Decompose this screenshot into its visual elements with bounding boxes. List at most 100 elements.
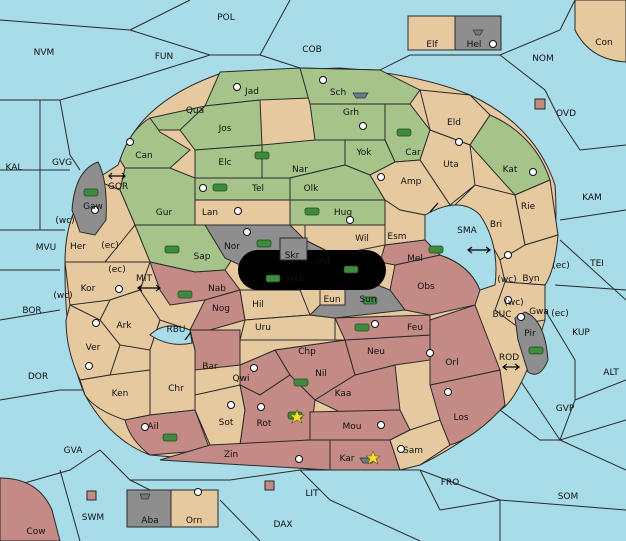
coast-ec: (ec) bbox=[552, 261, 570, 271]
label-con: Con bbox=[595, 38, 613, 48]
label-uru: Uru bbox=[255, 323, 271, 333]
inner-seas bbox=[149, 204, 497, 345]
label-los: Los bbox=[453, 413, 468, 423]
label-fun: FUN bbox=[155, 52, 174, 62]
label-tel: Tel bbox=[251, 184, 264, 194]
land-tel[interactable] bbox=[194, 177, 291, 201]
sea-labels: POL NVM FUN COB NOM OVD KAL GVG KAM TEI … bbox=[6, 13, 620, 530]
label-sap: Sap bbox=[194, 252, 211, 262]
label-qua: Qua bbox=[186, 106, 204, 116]
land-ver[interactable] bbox=[65, 304, 121, 381]
label-kam: KAM bbox=[582, 193, 602, 203]
label-gvg: GVG bbox=[52, 158, 72, 168]
label-grh: Grh bbox=[343, 108, 359, 118]
label-rod: ROD bbox=[499, 353, 519, 363]
label-ost: Ost bbox=[315, 257, 331, 267]
land-feu[interactable] bbox=[334, 314, 431, 341]
label-alt: ALT bbox=[603, 368, 619, 378]
label-sch: Sch bbox=[330, 88, 346, 98]
label-nvm: NVM bbox=[34, 48, 55, 58]
land-uru[interactable] bbox=[239, 314, 336, 341]
star-icon bbox=[289, 409, 305, 424]
label-nab: Nab bbox=[208, 284, 226, 294]
army-token bbox=[265, 274, 281, 283]
army-token bbox=[304, 207, 320, 216]
label-gur: Gur bbox=[156, 208, 173, 218]
coast-wc: (wc) bbox=[497, 275, 516, 285]
label-elf: Elf bbox=[426, 40, 438, 50]
land-orn[interactable] bbox=[170, 489, 219, 528]
label-gvp: GVP bbox=[556, 404, 575, 414]
coast-wc: (wc) bbox=[55, 216, 74, 226]
label-aba: Aba bbox=[141, 516, 158, 526]
label-nor: Nor bbox=[224, 242, 240, 252]
land-elf[interactable] bbox=[407, 15, 456, 51]
land-nog[interactable] bbox=[189, 289, 246, 331]
label-mit: MIT bbox=[136, 274, 152, 284]
land-lit-marker bbox=[264, 480, 275, 491]
land-can[interactable] bbox=[119, 117, 191, 169]
label-eld: Eld bbox=[447, 118, 461, 128]
label-pol: POL bbox=[217, 13, 235, 23]
label-rot: Rot bbox=[257, 419, 272, 429]
label-kal: KAL bbox=[6, 163, 23, 173]
army-token bbox=[254, 151, 270, 160]
label-dor: DOR bbox=[28, 372, 48, 382]
label-lit: LIT bbox=[305, 489, 319, 499]
label-mou: Mou bbox=[343, 422, 362, 432]
label-yok: Yok bbox=[355, 148, 372, 158]
land-con[interactable] bbox=[574, 0, 626, 63]
stars bbox=[289, 409, 381, 465]
land-pir[interactable] bbox=[514, 311, 549, 375]
label-nom: NOM bbox=[532, 54, 554, 64]
label-rie: Rie bbox=[521, 202, 536, 212]
label-gva: GVA bbox=[64, 446, 84, 456]
label-elc: Elc bbox=[218, 158, 231, 168]
label-olk: Olk bbox=[304, 184, 320, 194]
army-token bbox=[164, 245, 180, 254]
army-token bbox=[396, 128, 412, 137]
label-hug: Hug bbox=[334, 208, 352, 218]
land-sch[interactable] bbox=[299, 67, 421, 105]
coast-ec: (ec) bbox=[101, 241, 119, 251]
land-jad[interactable] bbox=[204, 67, 311, 107]
label-gaw: Gaw bbox=[83, 202, 103, 212]
land-ail[interactable] bbox=[124, 409, 211, 456]
label-kup: KUP bbox=[572, 328, 590, 338]
army-token bbox=[343, 265, 359, 274]
label-uta: Uta bbox=[443, 160, 459, 170]
supply-centers bbox=[85, 40, 537, 496]
label-jad: Jad bbox=[244, 87, 259, 97]
army-token bbox=[162, 433, 178, 442]
army-token bbox=[293, 378, 309, 387]
land-uta[interactable] bbox=[419, 129, 476, 206]
label-kar: Kar bbox=[340, 454, 355, 464]
label-orn: Orn bbox=[186, 516, 202, 526]
land-gaw[interactable] bbox=[71, 161, 107, 236]
land-orl[interactable] bbox=[429, 304, 501, 386]
label-kor: Kor bbox=[81, 284, 96, 294]
label-esm: Esm bbox=[387, 232, 406, 242]
army-token bbox=[354, 323, 370, 332]
label-hel: Hel bbox=[467, 40, 482, 50]
coast-ec: (ec) bbox=[108, 265, 126, 275]
land-cow[interactable] bbox=[0, 477, 61, 541]
label-bor: BOR bbox=[22, 306, 41, 316]
label-car: Car bbox=[405, 148, 421, 158]
land-chp[interactable] bbox=[239, 339, 346, 366]
label-chr: Chr bbox=[168, 384, 184, 394]
label-pir: Pir bbox=[524, 329, 536, 339]
label-sma: SMA bbox=[457, 226, 477, 236]
land-jos[interactable] bbox=[179, 99, 263, 151]
coast-wc: (wc) bbox=[504, 298, 523, 308]
continent bbox=[64, 67, 559, 471]
label-wil: Wil bbox=[355, 234, 369, 244]
label-lan: Lan bbox=[202, 208, 218, 218]
label-buc: BUC bbox=[492, 310, 511, 320]
label-neu: Neu bbox=[367, 347, 385, 357]
land-kaa[interactable] bbox=[313, 364, 401, 413]
label-jos: Jos bbox=[218, 124, 232, 134]
